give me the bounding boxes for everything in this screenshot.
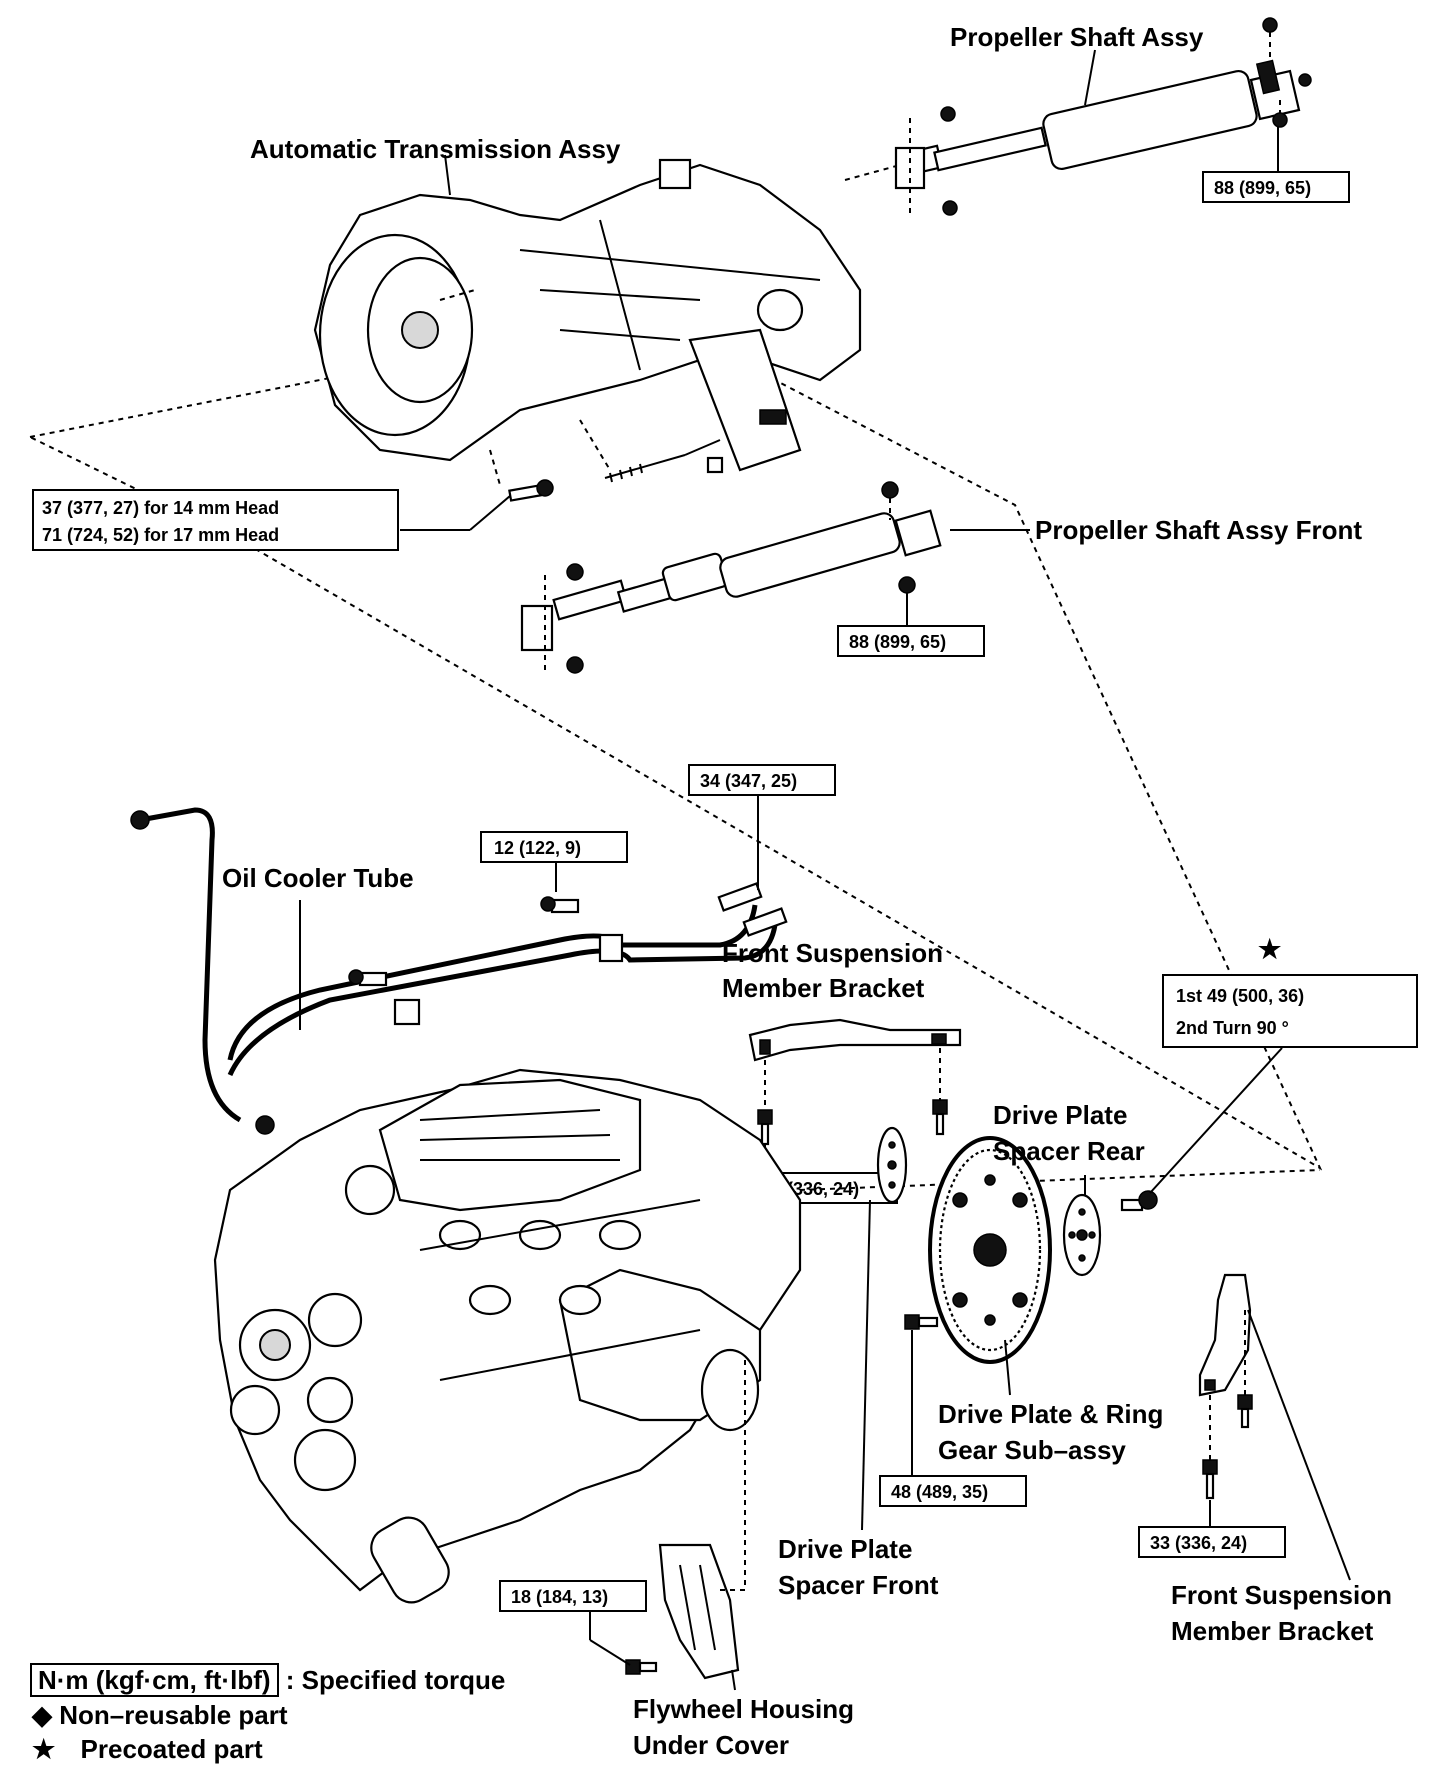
leader-fsm-bot bbox=[1247, 1309, 1351, 1581]
leader-dp-ring-gear bbox=[1004, 1339, 1011, 1396]
torque-oil-bolt: 12 (122, 9) bbox=[494, 838, 581, 858]
propeller-shaft-assy bbox=[844, 17, 1312, 216]
label-dp-ring-gear-1: Drive Plate & Ring bbox=[938, 1399, 1163, 1429]
automatic-transmission-assy bbox=[313, 158, 862, 472]
label-fsm-top-1: Front Suspension bbox=[722, 938, 943, 968]
ring-gear-bolt bbox=[904, 1314, 939, 1330]
torque-fsm-bot: 33 (336, 24) bbox=[1150, 1533, 1247, 1553]
drive-plate-spacer-front bbox=[876, 1126, 908, 1204]
torque-dp-bolt-2nd: 2nd Turn 90 ° bbox=[1176, 1018, 1289, 1038]
torque-box-oil-bolt bbox=[480, 831, 628, 863]
engine-assy bbox=[213, 1068, 1321, 1604]
torque-flywheel-cover: 18 (184, 13) bbox=[511, 1587, 608, 1607]
legend-precoated-star: ★ bbox=[32, 1734, 56, 1764]
propeller-shaft-assy-front bbox=[520, 481, 942, 674]
torque-box-ring-gear bbox=[879, 1475, 1027, 1507]
torque-box-prop-rear bbox=[1202, 171, 1350, 203]
legend-units-desc: : Specified torque bbox=[285, 1665, 506, 1695]
label-dp-spacer-front-1: Drive Plate bbox=[778, 1534, 912, 1564]
torque-box-prop-front bbox=[837, 625, 985, 657]
fsm-bracket-top bbox=[748, 1018, 962, 1146]
fsm-bracket-bottom bbox=[1198, 1273, 1253, 1500]
label-flywheel-cover-2: Under Cover bbox=[633, 1730, 789, 1760]
label-propeller-shaft: Propeller Shaft Assy bbox=[950, 22, 1204, 52]
assembly-plane-outline bbox=[29, 313, 1323, 1171]
legend-precoated-text: Precoated part bbox=[80, 1734, 263, 1764]
label-fsm-bot-2: Member Bracket bbox=[1171, 1616, 1374, 1646]
label-auto-trans: Automatic Transmission Assy bbox=[250, 134, 621, 164]
precoat-star-mark: ★ bbox=[1258, 934, 1282, 964]
torque-box-trans-bolt bbox=[32, 489, 399, 551]
label-dp-spacer-rear-1: Drive Plate bbox=[993, 1100, 1127, 1130]
torque-box-dp-bolt bbox=[1162, 974, 1418, 1048]
leader-flywheel-torque bbox=[589, 1639, 631, 1666]
torque-prop-rear: 88 (899, 65) bbox=[1214, 178, 1311, 198]
torque-prop-front: 88 (899, 65) bbox=[849, 632, 946, 652]
label-fsm-top-2: Member Bracket bbox=[722, 973, 925, 1003]
leader-propeller-shaft bbox=[1084, 49, 1096, 106]
torque-trans-bolt-14: 37 (377, 27) for 14 mm Head bbox=[42, 498, 279, 518]
torque-box-flywheel-cover bbox=[499, 1580, 647, 1612]
label-fsm-bot-1: Front Suspension bbox=[1171, 1580, 1392, 1610]
leader-dp-bolt bbox=[1149, 1047, 1283, 1194]
torque-ring-gear: 48 (489, 35) bbox=[891, 1482, 988, 1502]
drive-plate-bolt bbox=[1120, 1190, 1158, 1212]
flywheel-housing-under-cover bbox=[625, 1360, 746, 1680]
label-oil-cooler: Oil Cooler Tube bbox=[222, 863, 414, 893]
torque-box-fsm-bot bbox=[1138, 1526, 1286, 1558]
oil-cooler-tube bbox=[130, 807, 788, 1135]
leader-auto-trans bbox=[444, 154, 451, 196]
torque-trans-bolt-17: 71 (724, 52) for 17 mm Head bbox=[42, 525, 279, 545]
trans-mount-bolt bbox=[508, 479, 554, 502]
leader-dp-spacer-front bbox=[861, 1199, 871, 1531]
torque-dp-bolt-1st: 1st 49 (500, 36) bbox=[1176, 986, 1304, 1006]
label-dp-ring-gear-2: Gear Sub–assy bbox=[938, 1435, 1126, 1465]
legend-precoated: ★ Precoated part bbox=[32, 1734, 263, 1765]
drive-plate-ring-gear bbox=[928, 1136, 1052, 1364]
legend-units-box: N·m (kgf·cm, ft·lbf) bbox=[30, 1663, 279, 1697]
label-dp-spacer-rear-2: Spacer Rear bbox=[993, 1136, 1145, 1166]
label-prop-front: Propeller Shaft Assy Front bbox=[1035, 515, 1362, 545]
torque-box-oil-union bbox=[688, 764, 836, 796]
leader-trans-bolt bbox=[469, 495, 511, 531]
leader-flywheel-cover bbox=[731, 1669, 736, 1691]
torque-oil-union: 34 (347, 25) bbox=[700, 771, 797, 791]
shift-cable-parts bbox=[489, 419, 724, 486]
legend-nonreusable: ◆ Non–reusable part bbox=[32, 1700, 288, 1730]
label-flywheel-cover-1: Flywheel Housing bbox=[633, 1694, 854, 1724]
legend-torque: N·m (kgf·cm, ft·lbf) : Specified torque bbox=[30, 1663, 506, 1697]
label-dp-spacer-front-2: Spacer Front bbox=[778, 1570, 939, 1600]
drive-plate-spacer-rear bbox=[1062, 1193, 1102, 1277]
